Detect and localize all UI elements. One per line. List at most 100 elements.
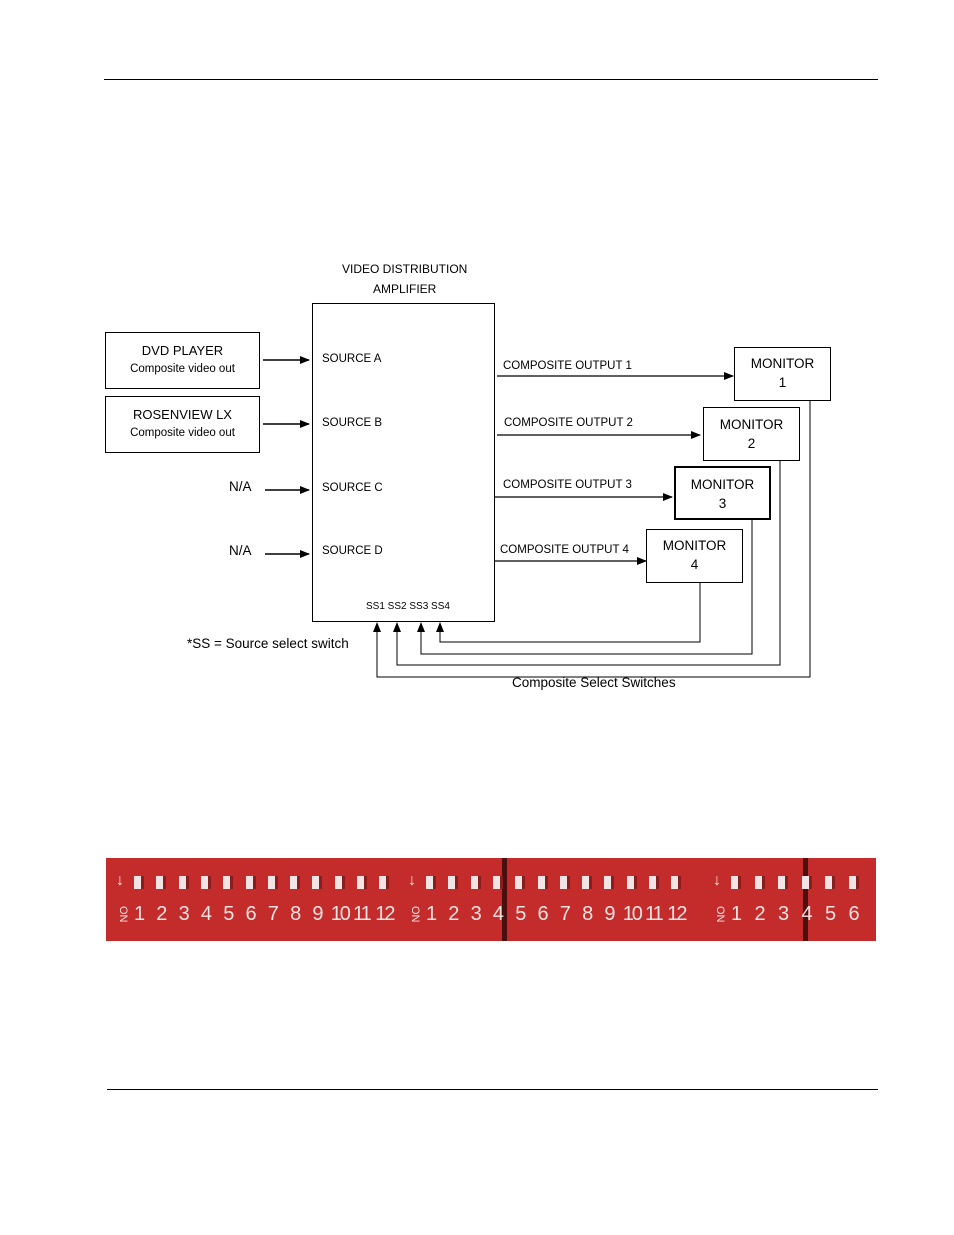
dip-switch-number: 6 bbox=[537, 903, 549, 925]
dip-switch-knob bbox=[801, 876, 812, 889]
monitor-box-4: MONITOR 4 bbox=[646, 529, 743, 583]
monitor-number: 4 bbox=[690, 557, 699, 572]
source-box-dvd-player: DVD PLAYER Composite video out bbox=[105, 332, 260, 389]
dip-switch-number: 3 bbox=[178, 903, 190, 925]
dip-switch-number: 12 bbox=[375, 903, 395, 925]
monitor-number: 1 bbox=[778, 375, 787, 390]
dip-switch-knob bbox=[604, 876, 615, 889]
monitor-box-2: MONITOR 2 bbox=[703, 407, 800, 461]
source-d-input: SOURCE D bbox=[322, 545, 383, 557]
dip-switch-number: 9 bbox=[312, 903, 324, 925]
source-box-rosenview: ROSENVIEW LX Composite video out bbox=[105, 396, 260, 453]
dip-switch-knob bbox=[582, 876, 593, 889]
dip-switch-knob bbox=[537, 876, 548, 889]
dip-switch-number: 8 bbox=[290, 903, 302, 925]
monitor-label: MONITOR bbox=[690, 477, 755, 492]
feedback-line-monitor-4 bbox=[436, 582, 701, 643]
dip-switch-knob bbox=[649, 876, 659, 889]
header-rule bbox=[104, 79, 878, 80]
dip-switch-knob bbox=[223, 876, 234, 889]
dip-switch-knob bbox=[426, 876, 436, 889]
dip-switch-number: 11 bbox=[353, 903, 372, 925]
amplifier-title-line1: VIDEO DISTRIBUTION bbox=[342, 262, 468, 276]
monitor-box-3: MONITOR 3 bbox=[674, 466, 771, 520]
dip-switch-knob bbox=[825, 876, 835, 889]
monitor-label: MONITOR bbox=[662, 538, 727, 553]
feedback-line-monitor-2 bbox=[393, 460, 781, 666]
dip-switch-number: 3 bbox=[470, 903, 482, 925]
feedback-line-monitor-3 bbox=[417, 520, 753, 655]
amplifier-box bbox=[312, 303, 495, 622]
dip-switch-number: 1 bbox=[731, 903, 743, 925]
monitor-number: 3 bbox=[718, 496, 727, 511]
dip-switch-number: 6 bbox=[245, 903, 257, 925]
monitor-number: 2 bbox=[747, 436, 756, 451]
dip-on-label: ON bbox=[714, 906, 726, 923]
footer-rule bbox=[107, 1089, 878, 1090]
dip-switch-knob bbox=[470, 876, 481, 889]
dip-down-arrow-icon: ↓ bbox=[408, 872, 416, 889]
dip-switch-number: 1 bbox=[134, 903, 146, 925]
switch-labels: SS1 SS2 SS3 SS4 bbox=[366, 601, 450, 612]
output-label-2: COMPOSITE OUTPUT 2 bbox=[504, 417, 633, 429]
dip-bank-separator bbox=[502, 858, 507, 941]
dip-switch-number: 2 bbox=[156, 903, 168, 925]
source-detail: Composite video out bbox=[130, 363, 235, 375]
dip-switch-number: 6 bbox=[848, 903, 860, 925]
dip-switch-number: 11 bbox=[645, 903, 664, 925]
dip-switch-knob bbox=[559, 876, 570, 889]
dip-switch-number: 2 bbox=[754, 903, 766, 925]
dip-switch-number: 12 bbox=[667, 903, 687, 925]
dip-switch-knob bbox=[626, 876, 637, 889]
source-a-input: SOURCE A bbox=[322, 353, 382, 365]
dip-on-label: ON bbox=[409, 906, 421, 923]
dip-switch-number: 9 bbox=[604, 903, 616, 925]
dip-switch-knob bbox=[754, 876, 765, 889]
amplifier-title-line2: AMPLIFIER bbox=[373, 282, 437, 296]
dip-switch-knob bbox=[379, 876, 390, 889]
dip-switch-number: 8 bbox=[582, 903, 594, 925]
source-c-input: SOURCE C bbox=[322, 482, 383, 494]
dip-switch-knob bbox=[290, 876, 301, 889]
source-c-na: N/A bbox=[229, 479, 252, 494]
dip-switch-knob bbox=[778, 876, 788, 889]
dip-switch-number: 5 bbox=[223, 903, 235, 925]
output-label-1: COMPOSITE OUTPUT 1 bbox=[503, 360, 632, 372]
monitor-label: MONITOR bbox=[750, 356, 815, 371]
source-name: ROSENVIEW LX bbox=[133, 407, 232, 422]
footnote: *SS = Source select switch bbox=[187, 636, 349, 651]
dip-switch-knob bbox=[671, 876, 682, 889]
dip-switch-number: 7 bbox=[559, 903, 571, 925]
source-d-na: N/A bbox=[229, 543, 252, 558]
source-name: DVD PLAYER bbox=[141, 343, 224, 358]
output-label-4: COMPOSITE OUTPUT 4 bbox=[500, 544, 629, 556]
dip-switch-knob bbox=[200, 876, 211, 889]
dip-switch-number: 10 bbox=[330, 903, 351, 925]
feedback-line-monitor-1 bbox=[373, 400, 811, 678]
dip-switch-knob bbox=[334, 876, 345, 889]
dip-switch-number: 4 bbox=[492, 903, 505, 925]
dip-switch-knob bbox=[357, 876, 367, 889]
dip-down-arrow-icon: ↓ bbox=[116, 872, 124, 889]
dip-switch-number: 7 bbox=[267, 903, 279, 925]
dip-switch-number: 10 bbox=[622, 903, 643, 925]
dip-switch-knob bbox=[492, 876, 503, 889]
monitor-box-1: MONITOR 1 bbox=[734, 347, 831, 401]
monitor-label: MONITOR bbox=[719, 417, 784, 432]
dip-switch-knob bbox=[731, 876, 741, 889]
dip-switch-knob bbox=[267, 876, 278, 889]
output-label-3: COMPOSITE OUTPUT 3 bbox=[503, 479, 632, 491]
dip-switch-knob bbox=[515, 876, 526, 889]
dip-switch-number: 5 bbox=[825, 903, 837, 925]
dip-switch-knob bbox=[312, 876, 323, 889]
dip-switch-knob bbox=[245, 876, 256, 889]
dip-switch-number: 4 bbox=[801, 903, 813, 925]
dip-switch-knob bbox=[134, 876, 144, 889]
dip-switch-number: 1 bbox=[426, 903, 438, 925]
dip-switch-knob bbox=[848, 876, 859, 889]
source-detail: Composite video out bbox=[130, 427, 235, 439]
dip-switch-number: 2 bbox=[448, 903, 460, 925]
dip-switch-knob bbox=[156, 876, 167, 889]
